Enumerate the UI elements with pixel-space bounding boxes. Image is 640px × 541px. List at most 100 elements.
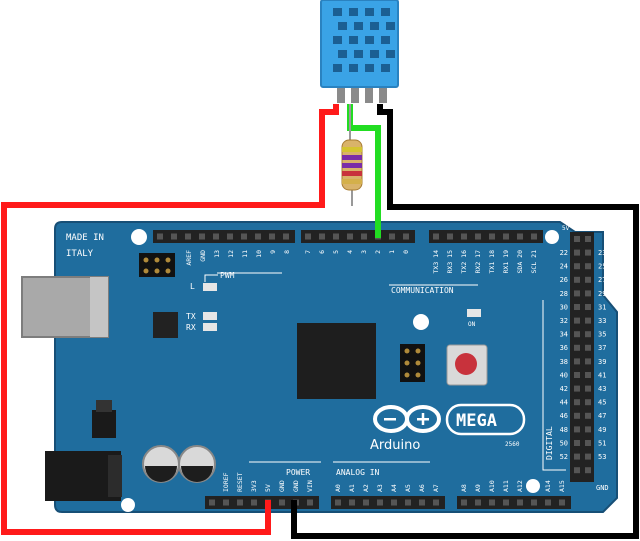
pwm-pin-label: 9	[269, 250, 277, 254]
gnd-side-label: GND	[596, 484, 609, 492]
analog-pin-label: A3	[376, 484, 384, 492]
icsp-header-right	[400, 344, 425, 382]
header-digital	[570, 232, 594, 482]
analog-pin-label: A14	[544, 480, 552, 492]
pwm-pin-label: 13	[213, 250, 221, 258]
digital-pin-label: 24	[560, 263, 568, 271]
digital-pin-label: 43	[598, 385, 606, 393]
voltage-regulator	[92, 400, 116, 438]
digital-pin-label: 33	[598, 317, 606, 325]
analog-in-label: ANALOG IN	[336, 468, 380, 477]
digital-pin-label: 27	[598, 276, 606, 284]
analog-pin-label: A0	[334, 484, 342, 492]
header-communication	[429, 230, 543, 243]
header-power	[205, 496, 319, 509]
analog-pin-label: A5	[404, 484, 412, 492]
sensor-vent	[333, 36, 342, 44]
capacitor	[142, 445, 180, 483]
analog-pin-label: A13	[530, 480, 538, 492]
digital-pin-label: 5	[332, 250, 340, 254]
led-rx	[203, 323, 217, 331]
header-analog	[331, 496, 445, 509]
digital-pin-label: 22	[560, 249, 568, 257]
mounting-hole	[131, 229, 147, 245]
sensor-vent	[370, 22, 379, 30]
digital-pin-label: 47	[598, 412, 606, 420]
small-chip	[153, 312, 178, 338]
icsp-header-left	[139, 253, 175, 277]
digital-label: DIGITAL	[545, 426, 554, 460]
digital-pin-label: 26	[560, 276, 568, 284]
digital-pin-label: 6	[318, 250, 326, 254]
communication-label: COMMUNICATION	[391, 286, 454, 295]
digital-pin-label: 0	[402, 250, 410, 254]
comm-pin-label: RX1 19	[502, 250, 510, 274]
pwm-pin-label: 11	[241, 250, 249, 258]
arduino-wordmark: Arduino	[370, 438, 420, 453]
digital-pin-label: 48	[560, 426, 568, 434]
power-pin-label: IOREF	[222, 472, 230, 492]
resistor-band	[342, 155, 362, 160]
analog-pin-label: A10	[488, 480, 496, 492]
atmega-chip	[297, 323, 376, 399]
power-label: POWER	[286, 468, 310, 477]
led-on	[467, 309, 481, 317]
mounting-hole	[526, 479, 540, 493]
pwm-pin-label: AREF	[185, 250, 193, 266]
sensor-vent	[333, 8, 342, 16]
power-pin-label: 3V3	[250, 480, 258, 492]
power-pin-label: GND	[292, 480, 300, 492]
power-pin-label: RESET	[236, 472, 244, 492]
digital-pin-label: 29	[598, 290, 606, 298]
comm-pin-label: SDA 20	[516, 250, 524, 274]
sensor-vent	[370, 50, 379, 58]
power-pin-label: 5V	[264, 484, 272, 492]
digital-pin-label: 49	[598, 426, 606, 434]
digital-pin-label: 44	[560, 399, 568, 407]
pwm-pin-label: 12	[227, 250, 235, 258]
mounting-hole	[413, 314, 429, 330]
sensor-vent	[349, 8, 358, 16]
resistor-band	[342, 171, 362, 176]
led-l-label: L	[190, 282, 195, 291]
header-analog2	[457, 496, 571, 509]
resistor-band	[342, 163, 362, 168]
digital-pin-label: 23	[598, 249, 606, 257]
wire-gnd	[291, 104, 639, 539]
wire-5v	[1, 104, 339, 535]
dht-sensor	[320, 0, 399, 103]
sensor-vent	[381, 36, 390, 44]
digital-pin-label: 37	[598, 344, 606, 352]
comm-pin-label: TX3 14	[432, 250, 440, 274]
capacitor	[178, 445, 216, 483]
power-pin-label: GND	[278, 480, 286, 492]
pwm-pin-label: 10	[255, 250, 263, 258]
digital-pin-label: 46	[560, 412, 568, 420]
sensor-vent	[354, 22, 363, 30]
analog-pin-label: A1	[348, 484, 356, 492]
comm-pin-label: RX2 17	[474, 250, 482, 274]
arduino-logo	[373, 405, 441, 433]
digital-pin-label: 53	[598, 453, 606, 461]
digital-pin-label: 38	[560, 358, 568, 366]
sensor-vent	[381, 64, 390, 72]
arduino-mega-board: MADE IN ITALY PWM L TX RX COMMUNICATION …	[21, 221, 618, 513]
digital-pin-label: 32	[560, 317, 568, 325]
comm-pin-label: TX1 18	[488, 250, 496, 274]
sensor-vent	[349, 64, 358, 72]
reset-button[interactable]	[446, 344, 488, 386]
analog-pin-label: A11	[502, 480, 510, 492]
digital-pin-label: 45	[598, 399, 606, 407]
header-pwm2	[301, 230, 415, 243]
sensor-vent	[333, 64, 342, 72]
pwm-pin-label: 8	[283, 250, 291, 254]
analog-pin-label: A7	[432, 484, 440, 492]
analog-pin-label: A6	[418, 484, 426, 492]
mega-badge	[445, 403, 526, 436]
digital-pin-label: 31	[598, 303, 606, 311]
mega-label: MEGA	[456, 411, 497, 431]
digital-pin-label: 4	[346, 250, 354, 254]
digital-pin-label: 51	[598, 439, 606, 447]
on-label: ON	[468, 321, 476, 328]
